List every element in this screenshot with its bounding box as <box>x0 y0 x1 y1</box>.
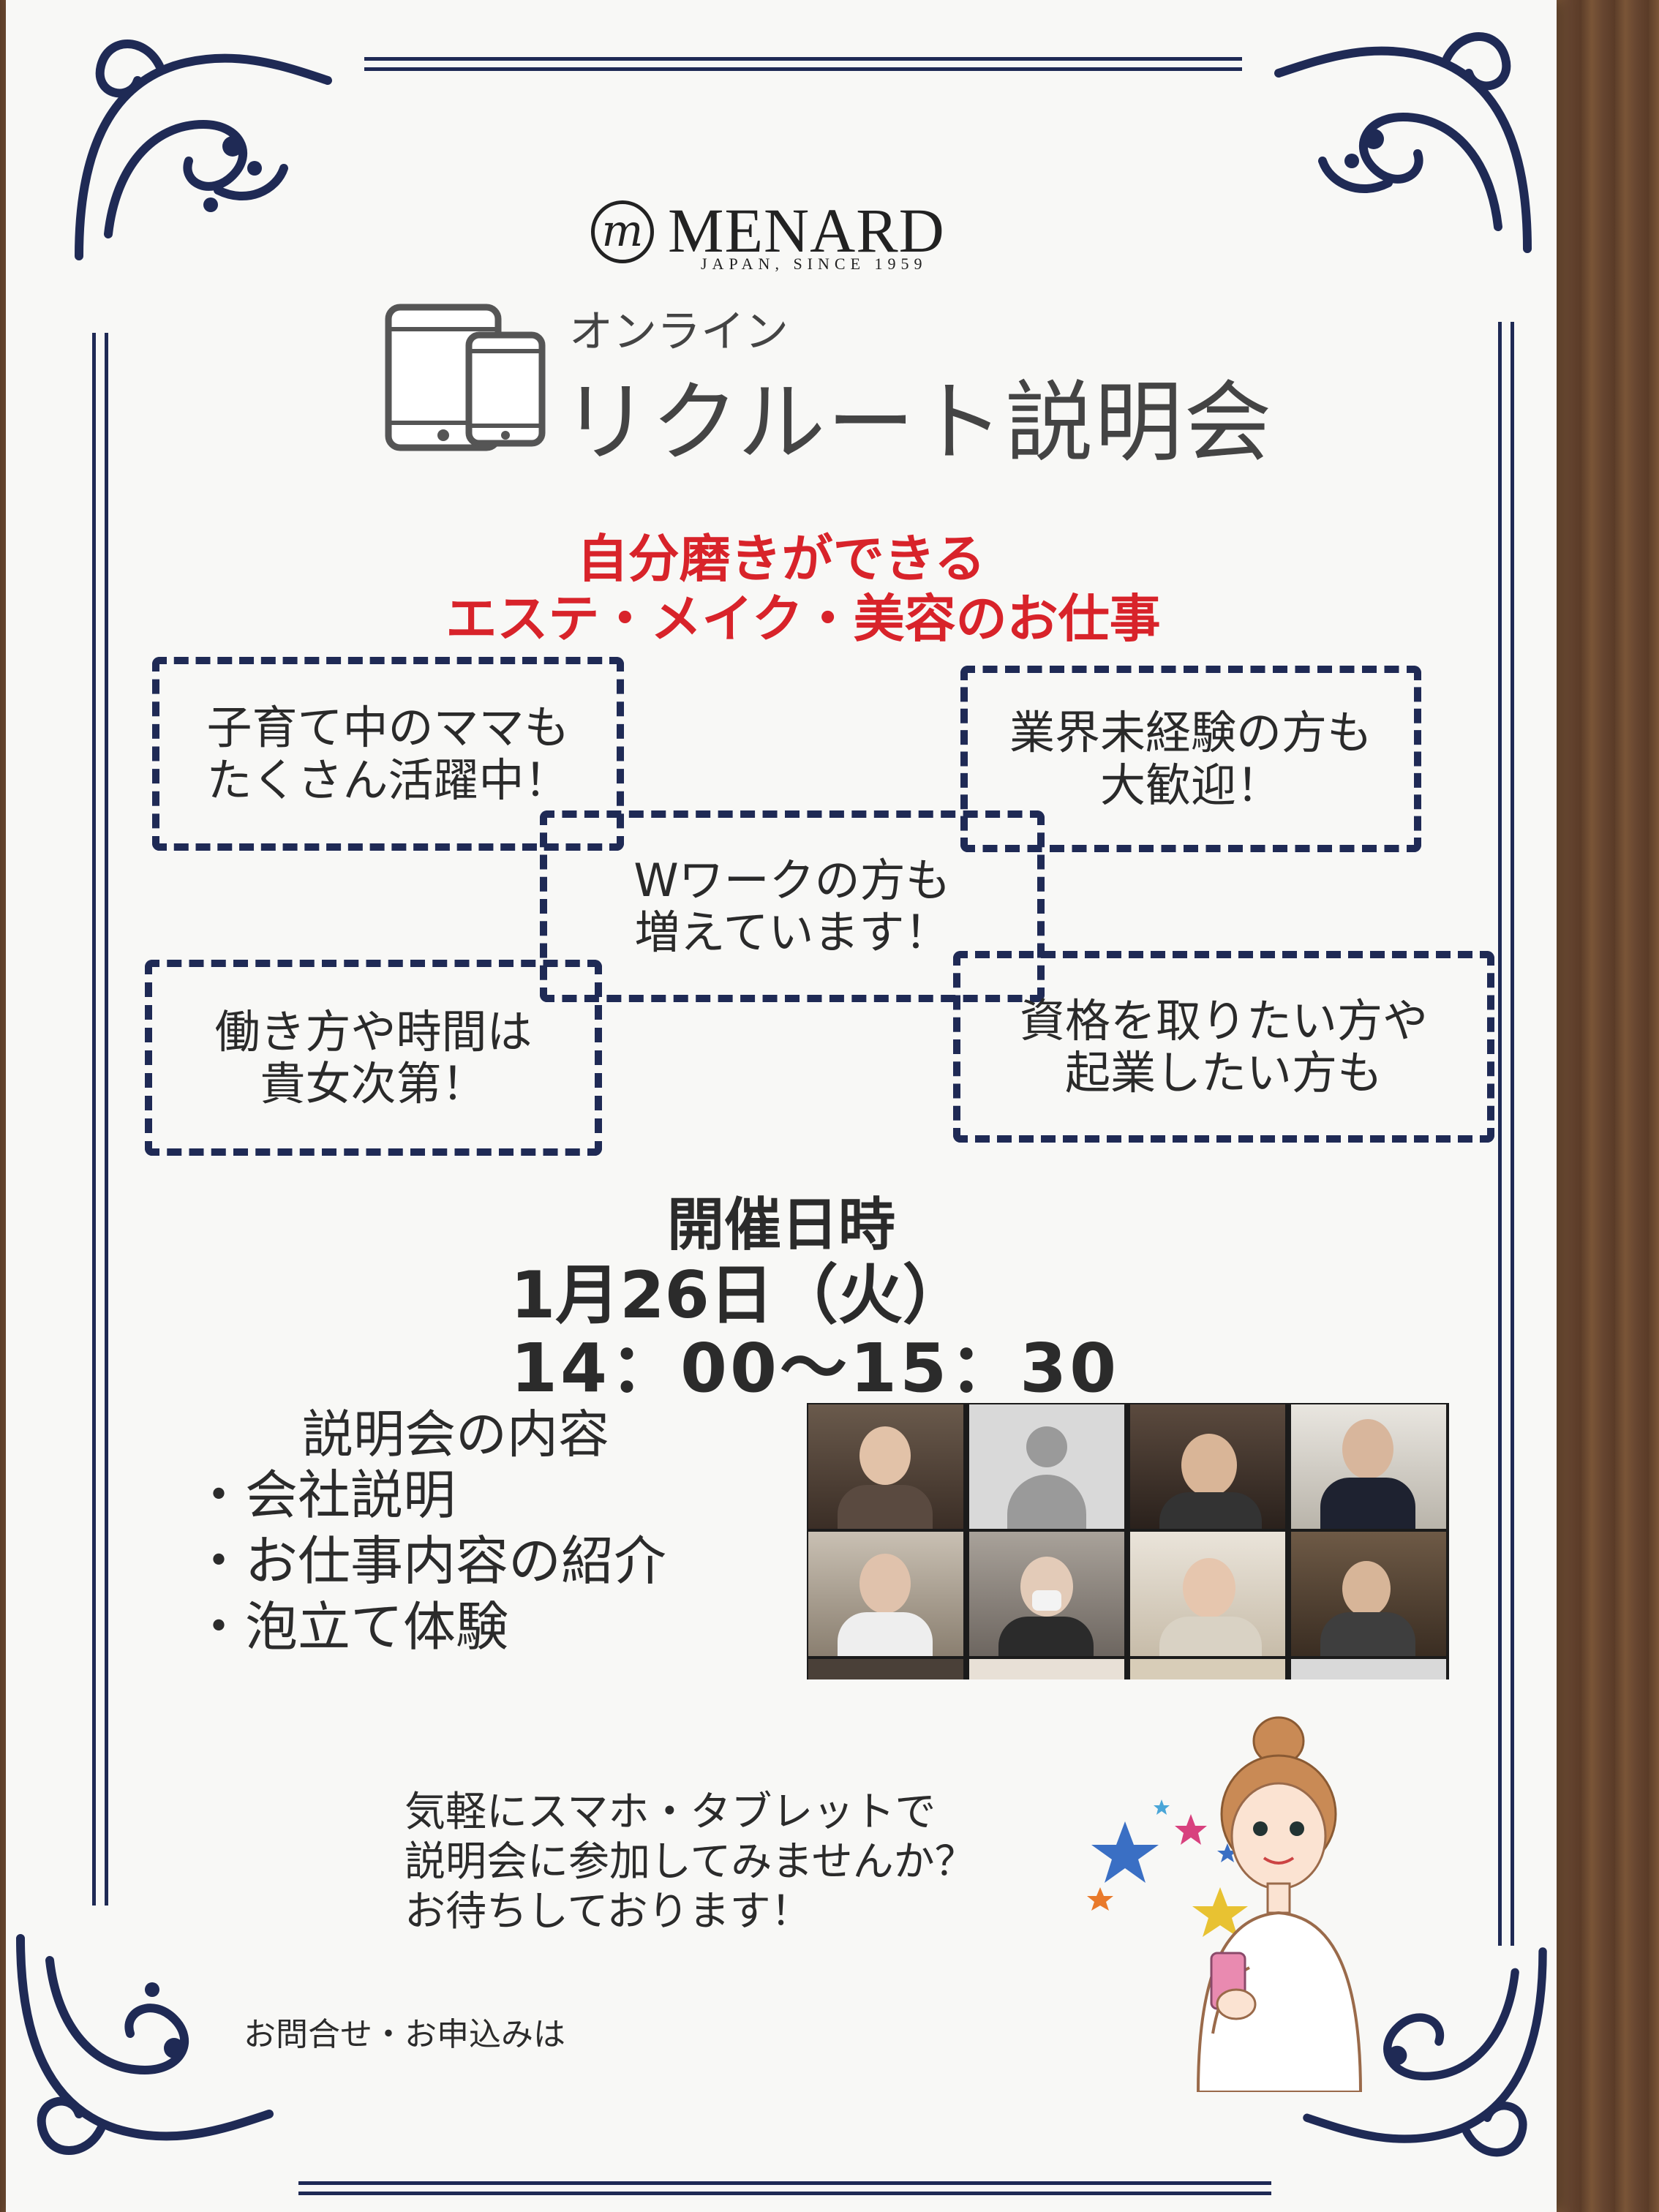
video-tile <box>969 1659 1124 1679</box>
page-title: リクルート説明会 <box>562 372 1274 474</box>
contents-item: ・泡立て体験 <box>192 1596 509 1658</box>
schedule-date: 1月26日（火） <box>511 1257 967 1333</box>
video-tile <box>808 1659 963 1679</box>
left-border-line-2 <box>105 333 108 1906</box>
left-border-line <box>92 333 96 1906</box>
feature-text: 業界未経験の方も 大歓迎！ <box>1009 706 1372 812</box>
top-border-line <box>364 57 1242 61</box>
video-tile <box>1130 1532 1285 1656</box>
video-tile <box>1130 1659 1285 1679</box>
contents-heading: 説明会の内容 <box>302 1404 609 1464</box>
catch-line-1: 自分磨きができる <box>576 529 986 589</box>
invite-line-2: 説明会に参加してみませんか？ <box>405 1838 976 1886</box>
feature-text: 働き方や時間は 貴女次第！ <box>214 1004 533 1110</box>
video-tile-placeholder <box>969 1404 1124 1529</box>
corner-ornament-icon <box>1303 1947 1547 2157</box>
video-tile <box>969 1532 1124 1656</box>
corner-ornament-icon <box>1274 32 1532 253</box>
catch-line-2: エステ・メイク・美容のお仕事 <box>445 589 1161 649</box>
feature-text: Wワークの方も 増えています！ <box>633 853 951 959</box>
brand-name: MENARD <box>668 195 945 266</box>
invite-line-1: 気軽にスマホ・タブレットで <box>405 1788 936 1836</box>
schedule-time: 14：00〜15：30 <box>511 1329 1120 1407</box>
title-small: オンライン <box>569 306 789 358</box>
video-tile <box>1291 1532 1446 1656</box>
feature-box-work-style: 働き方や時間は 貴女次第！ <box>145 960 602 1156</box>
top-border-line-2 <box>364 67 1242 71</box>
video-tile <box>1291 1404 1446 1529</box>
invite-line-3: お待ちしております！ <box>405 1888 812 1936</box>
video-tile <box>808 1532 963 1656</box>
feature-box-qualification: 資格を取りたい方や 起業したい方も <box>953 951 1494 1143</box>
contents-item: ・会社説明 <box>192 1464 456 1526</box>
right-border-line <box>1498 322 1502 1946</box>
bottom-border-line-2 <box>298 2192 1271 2195</box>
contents-item: ・お仕事内容の紹介 <box>192 1530 667 1592</box>
right-border-line-2 <box>1511 322 1514 1946</box>
star-icon <box>1087 1799 1248 1937</box>
contact-label: お問合せ・お申込みは <box>244 2016 565 2053</box>
brand-logo: m MENARD JAPAN, SINCE 1959 <box>591 198 1001 278</box>
feature-box-double-work: Wワークの方も 増えています！ <box>540 810 1045 1002</box>
flyer-paper: m MENARD JAPAN, SINCE 1959 オンライン リクルート説明… <box>6 0 1557 2212</box>
feature-text: 子育て中のママも たくさん活躍中！ <box>206 701 570 807</box>
feature-text: 資格を取りたい方や 起業したい方も <box>1019 993 1428 1099</box>
corner-ornament-icon <box>75 40 332 260</box>
feature-box-childcare: 子育て中のママも たくさん活躍中！ <box>152 657 624 851</box>
video-tile <box>808 1404 963 1529</box>
phone-tablet-icon <box>385 304 546 451</box>
schedule-heading: 開催日時 <box>666 1192 895 1258</box>
woman-with-phone-illustration <box>1196 1716 1363 2092</box>
corner-ornament-icon <box>16 1934 274 2155</box>
video-tile <box>1130 1404 1285 1529</box>
video-tile-placeholder <box>1291 1659 1446 1679</box>
brand-logo-mark: m <box>591 200 654 263</box>
bottom-border-line <box>298 2181 1271 2185</box>
feature-box-inexperienced: 業界未経験の方も 大歓迎！ <box>960 666 1421 852</box>
brand-tagline: JAPAN, SINCE 1959 <box>701 255 928 273</box>
video-call-grid <box>807 1403 1449 1679</box>
